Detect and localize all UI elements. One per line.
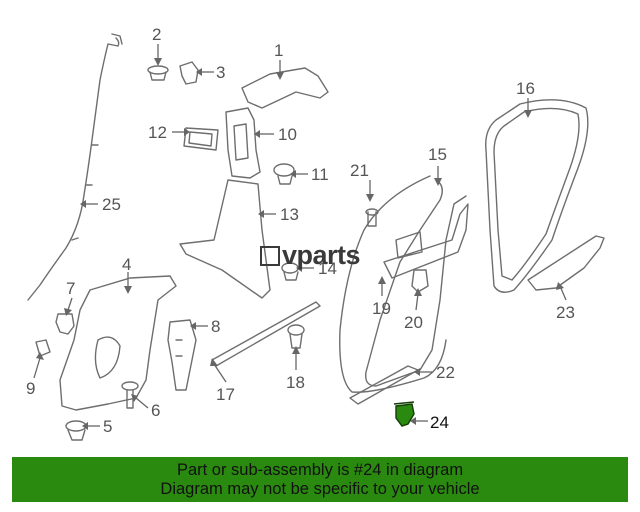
part-1-trim-panel: [241, 67, 329, 109]
part-9-retainer: [35, 339, 51, 357]
part-12-badge: [183, 127, 219, 151]
callout-2: 2: [152, 25, 161, 44]
part-2-clip: [147, 65, 169, 81]
vparts-logo-icon: [260, 246, 280, 266]
callout-14: 14: [318, 259, 337, 278]
callout-12: 12: [148, 123, 167, 142]
part-7-clip: [55, 313, 75, 335]
part-19-trim: [383, 203, 469, 279]
callout-10: 10: [278, 125, 297, 144]
parts-diagram: 1 2 3 4 5 6 7 8 9 10 11 12 13 14 15 16 1…: [26, 25, 605, 441]
part-24-clip-highlighted: [393, 401, 415, 427]
callout-9: 9: [26, 379, 35, 398]
leader-lines: [33, 44, 567, 427]
callout-13: 13: [280, 205, 299, 224]
info-banner: Part or sub-assembly is #24 in diagram D…: [12, 457, 628, 502]
callout-15: 15: [428, 145, 447, 164]
part-18-clip: [287, 324, 305, 349]
part-16-weatherstrip: [485, 99, 589, 293]
part-23-sill-trim: [527, 235, 605, 291]
callout-18: 18: [286, 373, 305, 392]
callout-25: 25: [102, 195, 121, 214]
part-4-lower-panel: [59, 275, 177, 411]
callout-6: 6: [151, 401, 160, 420]
part-17-sill-strip: [211, 301, 321, 367]
callout-7: 7: [66, 279, 75, 298]
part-11-clip: [273, 163, 295, 185]
callout-5: 5: [103, 417, 112, 436]
vparts-brand-text: vparts: [282, 240, 361, 270]
part-5-clip: [65, 420, 87, 441]
part-20-clip: [411, 269, 429, 293]
vparts-watermark: vparts: [260, 240, 361, 271]
banner-line-disclaimer: Diagram may not be specific to your vehi…: [160, 480, 480, 498]
callout-17: 17: [216, 385, 235, 404]
callout-8: 8: [211, 317, 220, 336]
callout-3: 3: [216, 63, 225, 82]
part-6-screw: [121, 381, 139, 409]
callout-21: 21: [350, 161, 369, 180]
callout-24: 24: [430, 413, 449, 432]
part-22-scuff-plate: [349, 365, 419, 405]
callout-22: 22: [436, 363, 455, 382]
part-25-wiring-harness: [27, 37, 120, 301]
callout-16: 16: [516, 79, 535, 98]
callout-20: 20: [404, 313, 423, 332]
part-15-door-seal: [339, 175, 467, 393]
callout-4: 4: [122, 255, 131, 274]
part-13-pillar-lower: [179, 179, 271, 299]
callout-23: 23: [556, 303, 575, 322]
callout-19: 19: [372, 299, 391, 318]
part-3-retainer: [179, 61, 199, 85]
callout-labels: 1 2 3 4 5 6 7 8 9 10 11 12 13 14 15 16 1…: [26, 25, 575, 436]
leader-arrowheads: [36, 58, 564, 430]
callout-1: 1: [274, 41, 283, 60]
banner-line-part: Part or sub-assembly is #24 in diagram: [176, 461, 464, 479]
part-25-wiring-harness-clip: [71, 33, 123, 241]
part-10-pillar-trim: [225, 107, 261, 179]
callout-11: 11: [311, 165, 329, 184]
part-8-bracket: [167, 319, 197, 391]
